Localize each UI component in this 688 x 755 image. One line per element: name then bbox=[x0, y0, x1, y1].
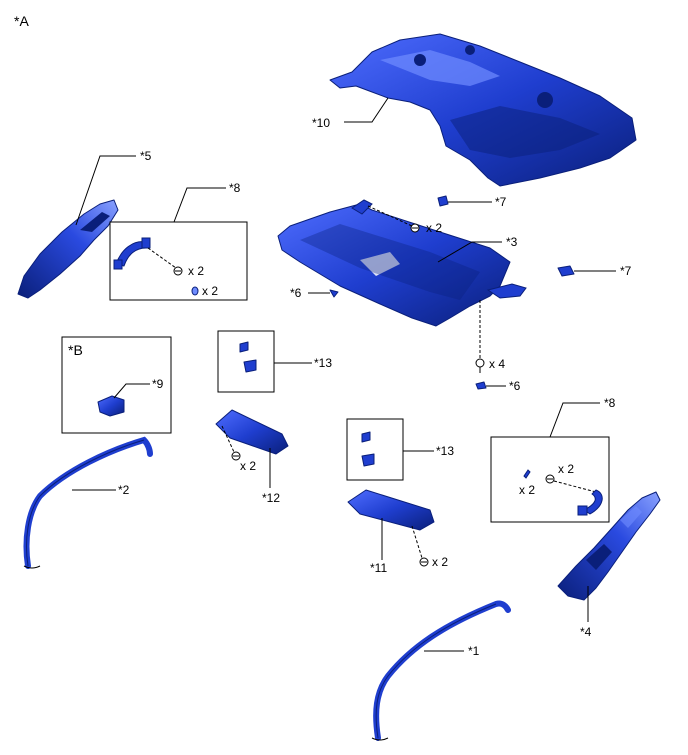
label-part-5: *5 bbox=[140, 149, 152, 163]
label-part-6-lower: *6 bbox=[509, 379, 521, 393]
cap-icon bbox=[191, 286, 199, 296]
label-part-7-upper: *7 bbox=[495, 195, 507, 209]
qty-box8a-cap: x 2 bbox=[202, 284, 218, 298]
label-part-6-left: *6 bbox=[290, 286, 302, 300]
cap-icon bbox=[523, 469, 531, 479]
qty-box8b-screw: x 2 bbox=[558, 462, 574, 476]
assist-grip-left bbox=[113, 237, 151, 270]
screw-icon bbox=[231, 451, 241, 461]
bolt-icon bbox=[475, 358, 485, 373]
qty-visor-12: x 2 bbox=[240, 459, 256, 473]
visor-holder-right bbox=[361, 431, 375, 467]
clip-7-right bbox=[557, 265, 575, 277]
assist-grip-right bbox=[577, 489, 603, 516]
sun-visor-left bbox=[215, 409, 289, 455]
screw-icon bbox=[545, 474, 555, 484]
label-part-8-left: *8 bbox=[229, 181, 241, 195]
label-part-1: *1 bbox=[468, 644, 480, 658]
label-part-9: *9 bbox=[152, 377, 164, 391]
qty-box8a-screw: x 2 bbox=[188, 264, 204, 278]
label-part-11: *11 bbox=[370, 561, 387, 575]
inset-box-b bbox=[61, 336, 172, 434]
map-lamp bbox=[97, 395, 125, 417]
screw-icon bbox=[419, 557, 429, 567]
label-part-4: *4 bbox=[580, 625, 592, 639]
label-part-8-right: *8 bbox=[604, 396, 616, 410]
visor-holder-box-right bbox=[346, 418, 404, 481]
sun-visor-right bbox=[347, 489, 435, 531]
front-pillar-garnish bbox=[17, 199, 119, 299]
weatherstrip-right bbox=[373, 600, 511, 741]
rear-headliner-panel bbox=[277, 199, 527, 327]
screw-icon bbox=[173, 266, 183, 276]
view-label: *A bbox=[14, 13, 29, 29]
label-part-7-right: *7 bbox=[620, 264, 632, 278]
label-part-13-upper: *13 bbox=[314, 356, 332, 370]
screw-icon bbox=[410, 223, 420, 233]
label-part-10: *10 bbox=[312, 116, 330, 130]
clip-6-left bbox=[329, 289, 339, 298]
qty-clip-top: x 2 bbox=[426, 221, 442, 235]
label-part-2: *2 bbox=[118, 483, 130, 497]
assist-grip-box-left bbox=[109, 221, 248, 301]
visor-holder-left bbox=[239, 341, 257, 373]
qty-bolt-3: x 4 bbox=[489, 357, 505, 371]
label-part-12: *12 bbox=[262, 491, 280, 505]
clip-6-lower bbox=[475, 381, 487, 390]
center-pillar-garnish bbox=[557, 491, 661, 601]
label-part-13-lower: *13 bbox=[436, 444, 454, 458]
qty-box8b-cap: x 2 bbox=[519, 483, 535, 497]
qty-visor-11: x 2 bbox=[432, 555, 448, 569]
roof-headliner bbox=[329, 33, 637, 187]
label-part-3: *3 bbox=[506, 235, 518, 249]
inset-label: *B bbox=[68, 342, 83, 358]
weatherstrip-left bbox=[23, 436, 153, 569]
visor-holder-box-left bbox=[217, 330, 275, 393]
clip-7-upper bbox=[437, 195, 449, 207]
